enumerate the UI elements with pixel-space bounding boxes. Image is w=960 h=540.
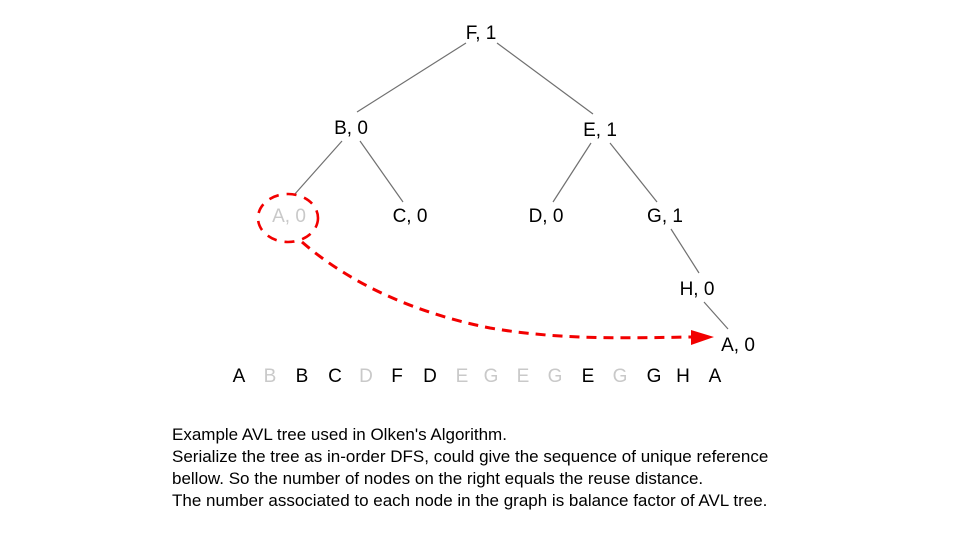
tree-node-f: F, 1: [465, 23, 497, 44]
sequence-letter: G: [646, 366, 662, 387]
sequence-letter: F: [391, 366, 403, 387]
sequence-letter: A: [232, 366, 246, 387]
tree-node-g: G, 1: [647, 206, 683, 227]
tree-node-d: D, 0: [528, 206, 564, 227]
tree-edge-f-e: [496, 42, 594, 115]
sequence-letter: E: [455, 366, 469, 387]
caption-line: Serialize the tree as in-order DFS, coul…: [172, 447, 769, 466]
tree-edge-e-d: [552, 142, 592, 203]
reuse-arrow-curve: [301, 240, 693, 340]
tree-edge-e-g: [609, 142, 658, 203]
sequence-letter: C: [328, 366, 342, 387]
sequence-letter: H: [676, 366, 690, 387]
tree-edge-b-a: [293, 140, 343, 196]
tree-edge-h-a: [703, 301, 729, 330]
sequence-letter: G: [483, 366, 499, 387]
sequence-letter: G: [547, 366, 563, 387]
tree-node-h: H, 0: [679, 279, 715, 300]
tree-node-c: C, 0: [392, 206, 428, 227]
sequence-letter: B: [263, 366, 277, 387]
sequence-letter: E: [516, 366, 530, 387]
caption-line: The number associated to each node in th…: [172, 491, 768, 510]
tree-edges: [293, 42, 729, 330]
highlight-ellipse: [256, 192, 320, 244]
tree-node-a-right: A, 0: [721, 335, 755, 356]
tree-node-a-left: A, 0: [272, 206, 306, 227]
tree-edge-g-h: [670, 228, 700, 274]
sequence-letter: A: [708, 366, 722, 387]
sequence-letter: B: [295, 366, 309, 387]
sequence-letter: D: [359, 366, 373, 387]
caption: Example AVL tree used in Olken's Algorit…: [172, 424, 768, 512]
caption-line: bellow. So the number of nodes on the ri…: [172, 469, 704, 488]
sequence-letter: D: [423, 366, 437, 387]
tree-node-b: B, 0: [334, 118, 368, 139]
sequence-letter: G: [612, 366, 628, 387]
sequence-letter: E: [581, 366, 595, 387]
caption-line: Example AVL tree used in Olken's Algorit…: [172, 425, 507, 444]
tree-edge-f-b: [356, 42, 467, 113]
tree-edge-b-c: [359, 140, 404, 203]
reuse-arrow-head: [691, 330, 714, 345]
tree-node-e: E, 1: [583, 120, 617, 141]
